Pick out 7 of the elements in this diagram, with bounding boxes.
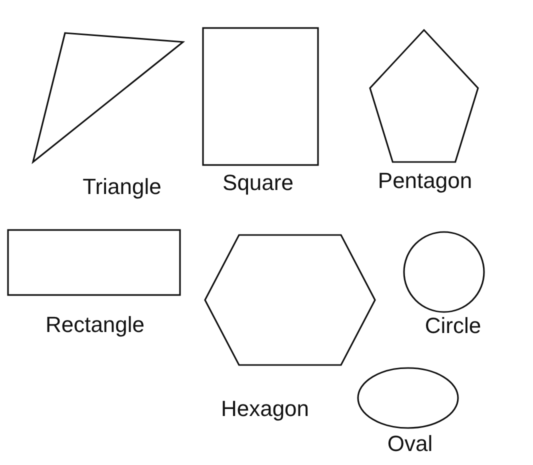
shape-name: Hexagon xyxy=(220,398,310,420)
shape-name: Square xyxy=(222,172,294,194)
shape-name: Pentagon xyxy=(378,170,472,192)
shape-name: Rectangle xyxy=(45,314,145,336)
shape-name: Circle xyxy=(424,315,482,337)
shape-name: Triangle xyxy=(82,176,162,198)
shape-name: Oval xyxy=(387,433,433,455)
